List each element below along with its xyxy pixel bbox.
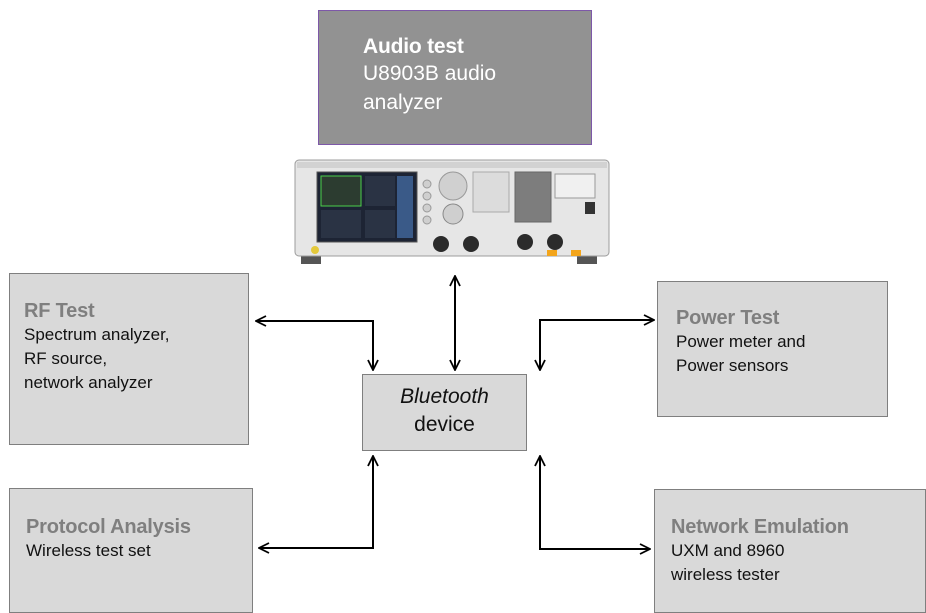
protocol-analysis-subtitle: Wireless test set	[26, 541, 151, 560]
power-test-subtitle: Power meter and Power sensors	[676, 332, 806, 375]
rf-test-box: RF Test Spectrum analyzer, RF source, ne…	[9, 273, 249, 445]
arrow-network-to-device	[540, 456, 650, 549]
protocol-analysis-title: Protocol Analysis	[26, 516, 191, 538]
network-emulation-subtitle: UXM and 8960 wireless tester	[671, 541, 785, 584]
audio-test-subtitle: U8903B audio analyzer	[363, 62, 497, 114]
arrow-rf-to-device	[256, 321, 373, 370]
audio-test-box: Audio test U8903B audio analyzer	[318, 10, 592, 145]
bluetooth-device-box: Bluetooth device	[362, 374, 527, 451]
arrow-protocol-to-device	[259, 456, 373, 548]
audio-test-title: Audio test	[363, 35, 464, 58]
bluetooth-device-label: device	[414, 413, 475, 436]
rf-test-title: RF Test	[24, 300, 95, 322]
protocol-analysis-box: Protocol Analysis Wireless test set	[9, 488, 253, 613]
power-test-box: Power Test Power meter and Power sensors	[657, 281, 888, 417]
power-test-title: Power Test	[676, 307, 780, 329]
audio-analyzer-instrument-image	[294, 159, 610, 264]
arrow-power-to-device	[540, 320, 654, 370]
rf-test-subtitle: Spectrum analyzer, RF source, network an…	[24, 325, 170, 392]
network-emulation-title: Network Emulation	[671, 516, 849, 538]
bluetooth-device-name: Bluetooth	[400, 385, 489, 408]
